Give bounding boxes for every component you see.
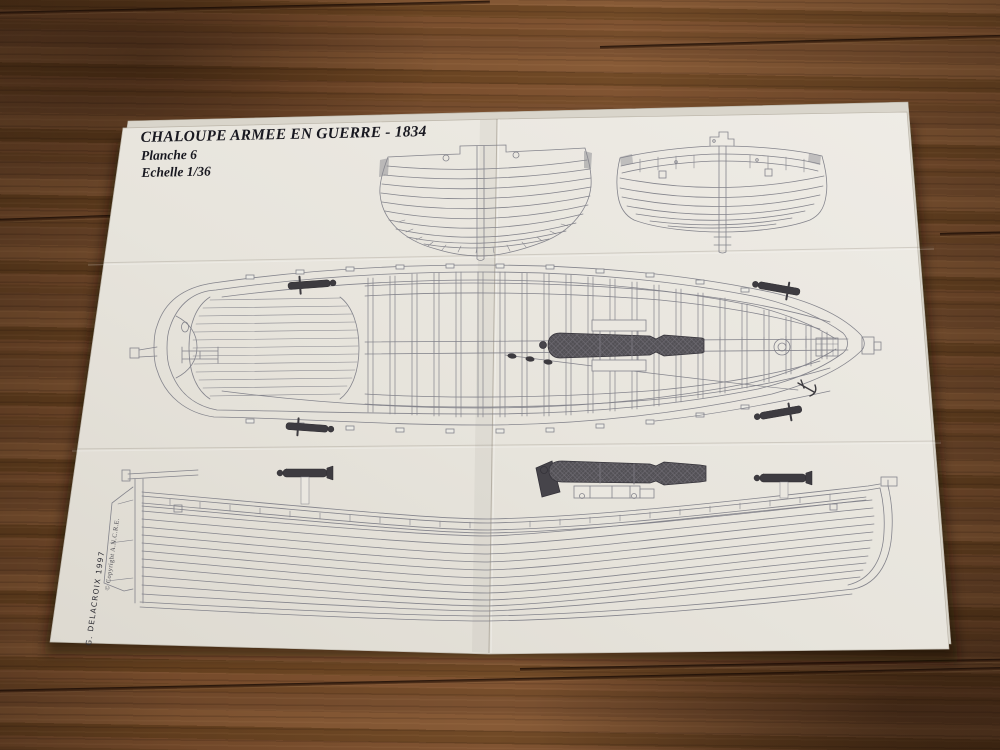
plank-end-ticks: [397, 219, 569, 254]
bow-grating: [815, 337, 839, 357]
sternpost: [134, 478, 144, 604]
deck-plan-view: [129, 263, 882, 437]
tiller: [127, 469, 199, 480]
swivel-gun-profile: [276, 465, 334, 505]
title-block: CHALOUPE ARMEE EN GUERRE - 1834 Planche …: [140, 123, 427, 181]
stern-body-view: [616, 131, 828, 254]
rudder-post: [713, 145, 732, 254]
main-gun-plan: [539, 319, 705, 372]
bow-body-view: [379, 144, 592, 261]
rail-stanchions: [169, 493, 831, 529]
swivel-gun-plan: [752, 281, 801, 301]
rudder: [103, 486, 134, 592]
rail-stanchions: [639, 154, 805, 173]
profile-view: [103, 460, 898, 622]
grapnel-anchor: [797, 379, 817, 397]
swivel-gun-plan: [285, 417, 335, 437]
swivel-gun-plan: [754, 402, 802, 422]
main-gun-profile: [535, 460, 707, 499]
swivel-gun-plan: [287, 275, 337, 295]
swivel-gun-profile: [753, 470, 813, 499]
rudder-head: [709, 131, 735, 147]
stern-platform: [175, 296, 360, 400]
rope-blocks: [507, 353, 553, 365]
paper-sheet: [49, 111, 950, 655]
stem-post: [476, 145, 485, 261]
stern-tiller: [138, 346, 158, 358]
breast-hook: [181, 346, 219, 364]
